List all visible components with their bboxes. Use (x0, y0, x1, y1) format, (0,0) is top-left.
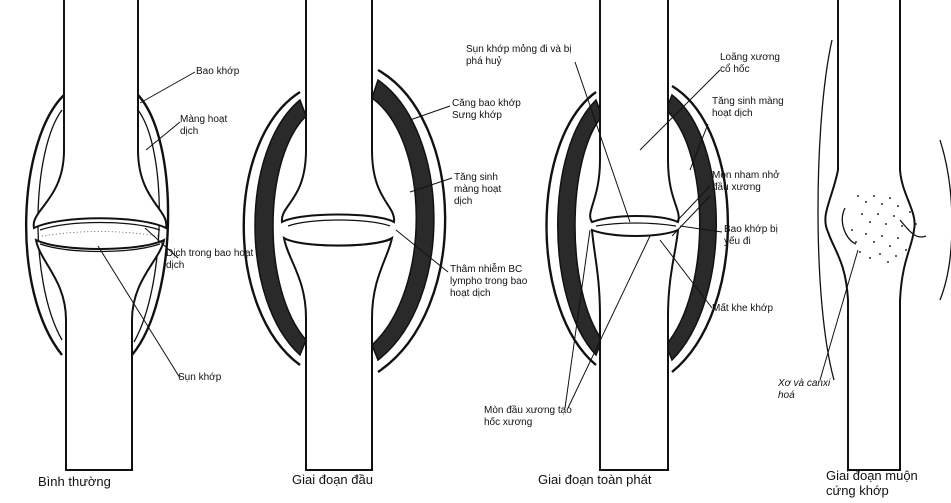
thickened-synovium (558, 100, 602, 355)
label-bone-cavitation: Mòn đầu xương tạo hốc xương (484, 405, 574, 429)
label-weakened-capsule: Bao khớp bị yếu đi (724, 224, 779, 248)
label-joint-space-loss: Mất khe khớp (712, 303, 773, 315)
label-synovial-proliferation-advanced: Tăng sinh màng hoạt dịch (712, 96, 787, 120)
upper-bone (590, 0, 679, 222)
caption-ankylosis-stage: Giai đoạn muộn cứng khớp (826, 468, 946, 498)
label-synovial-membrane: Màng hoạt dịch (180, 114, 240, 138)
label-capsule-swelling: Căng bao khớp Sưng khớp (452, 98, 522, 122)
label-joint-capsule: Bao khớp (196, 66, 239, 78)
caption-early-stage: Giai đoạn đầu (292, 472, 373, 487)
caption-normal: Bình thường (38, 474, 111, 489)
lower-bone (592, 230, 678, 470)
panel-early-stage (244, 0, 452, 470)
articular-cartilage (40, 223, 160, 231)
caption-advanced-stage: Giai đoạn toàn phát (538, 472, 651, 487)
fused-bone (825, 0, 914, 470)
lower-bone (36, 240, 164, 470)
label-synovial-fluid: Dịch trong bao hoạt dịch (166, 248, 266, 272)
label-cartilage-thinning: Sụn khớp mỏng đi và bị phá huỷ (466, 44, 584, 68)
upper-bone (34, 0, 167, 228)
label-articular-cartilage: Sụn khớp (178, 372, 221, 384)
label-periarticular-osteoporosis: Loãng xương cổ hốc (720, 52, 790, 76)
label-fibrosis-calcification: Xơ và canxi hoá (778, 378, 838, 402)
label-bone-erosion: Mòn nham nhở đầu xương (712, 170, 797, 194)
panel-advanced-stage (547, 0, 728, 470)
panel-normal-joint (26, 0, 195, 470)
label-synovial-proliferation: Tăng sinh màng hoạt dịch (454, 172, 509, 208)
label-lymphocyte-infiltration: Thâm nhiễm BC lympho trong bao hoạt dịch (450, 264, 530, 300)
